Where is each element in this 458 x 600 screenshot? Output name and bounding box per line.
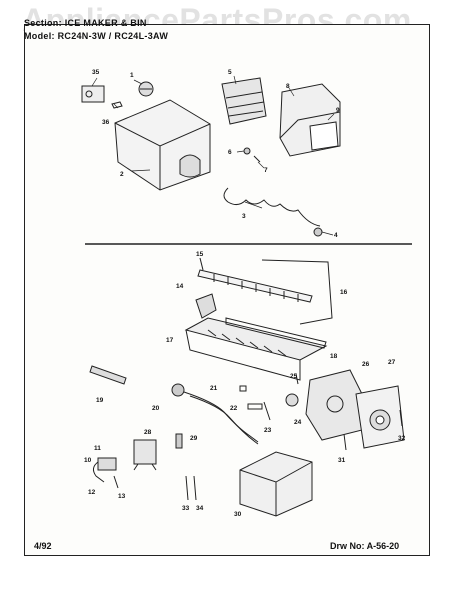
callout-4: 4 xyxy=(334,232,338,239)
part-25-screw xyxy=(295,373,299,385)
callout-27: 27 xyxy=(388,359,396,366)
part-6-grommet xyxy=(243,147,251,155)
callout-31: 31 xyxy=(338,457,346,464)
callout-29: 29 xyxy=(190,435,198,442)
callout-6: 6 xyxy=(228,149,232,156)
part-33-screw xyxy=(185,475,189,501)
callout-19: 19 xyxy=(96,397,104,404)
part-16-tray xyxy=(197,269,313,303)
part-20-connector xyxy=(171,383,185,397)
part-22-clip xyxy=(247,403,263,410)
footer-date: 4/92 xyxy=(34,541,52,551)
part-24-gear xyxy=(285,393,299,407)
part-5-cover xyxy=(221,77,267,125)
model-title: Model: RC24N-3W / RC24L-3AW xyxy=(24,31,169,41)
footer-drawing-number: Drw No: A-56-20 xyxy=(330,541,400,551)
callout-2: 2 xyxy=(120,171,124,178)
callout-18: 18 xyxy=(330,353,338,360)
callout-7: 7 xyxy=(264,167,268,174)
callout-9: 9 xyxy=(336,107,340,114)
part-21-screw xyxy=(239,385,247,392)
callout-16: 16 xyxy=(340,289,348,296)
callout-1: 1 xyxy=(130,72,134,79)
section-title: Section: ICE MAKER & BIN xyxy=(24,18,147,28)
callout-15: 15 xyxy=(196,251,204,258)
callout-17: 17 xyxy=(166,337,174,344)
callout-14: 14 xyxy=(176,283,184,290)
part-36-screw xyxy=(111,101,123,109)
part-15-arm xyxy=(199,257,204,271)
part-32-screw xyxy=(399,409,403,427)
part-13-screw xyxy=(113,475,119,489)
part-17-mold xyxy=(184,317,328,361)
callout-10: 10 xyxy=(84,457,92,464)
part-10-wire xyxy=(92,461,105,483)
part-3-harness xyxy=(223,187,321,227)
callout-5: 5 xyxy=(228,69,232,76)
part-35-bracket xyxy=(81,85,105,103)
callout-20: 20 xyxy=(152,405,160,412)
callout-36: 36 xyxy=(102,119,110,126)
part-34-screw xyxy=(193,475,197,501)
part-18-ejector xyxy=(225,317,327,349)
callout-26: 26 xyxy=(362,361,370,368)
callout-3: 3 xyxy=(242,213,246,220)
part-26-housing xyxy=(305,369,367,441)
callout-32: 32 xyxy=(398,435,406,442)
callout-21: 21 xyxy=(210,385,218,392)
callout-28: 28 xyxy=(144,429,152,436)
part-28-thermostat xyxy=(133,439,157,465)
part-9-door xyxy=(309,121,339,151)
part-23-lever xyxy=(263,401,271,421)
callout-22: 22 xyxy=(230,405,238,412)
part-29-fuse xyxy=(175,433,183,449)
part-11-switch xyxy=(97,457,117,471)
callout-34: 34 xyxy=(196,505,204,512)
part-19-rod xyxy=(89,365,127,385)
callout-8: 8 xyxy=(286,83,290,90)
callout-25: 25 xyxy=(290,373,298,380)
callout-35: 35 xyxy=(92,69,100,76)
part-7-screw xyxy=(253,155,261,163)
diagram-frame xyxy=(24,24,430,556)
part-31-screw xyxy=(343,433,347,451)
part-16-frame xyxy=(261,259,333,325)
callout-11: 11 xyxy=(94,445,101,452)
callout-33: 33 xyxy=(182,505,190,512)
callout-13: 13 xyxy=(118,493,126,500)
callout-24: 24 xyxy=(294,419,302,426)
part-14-bracket xyxy=(195,293,217,319)
callout-30: 30 xyxy=(234,511,242,518)
part-4-connector xyxy=(313,227,323,237)
callout-23: 23 xyxy=(264,427,272,434)
callout-labels: 35 36 1 2 3 4 5 6 7 8 9 10 11 12 13 14 1… xyxy=(84,69,406,518)
callout-12: 12 xyxy=(88,489,96,496)
